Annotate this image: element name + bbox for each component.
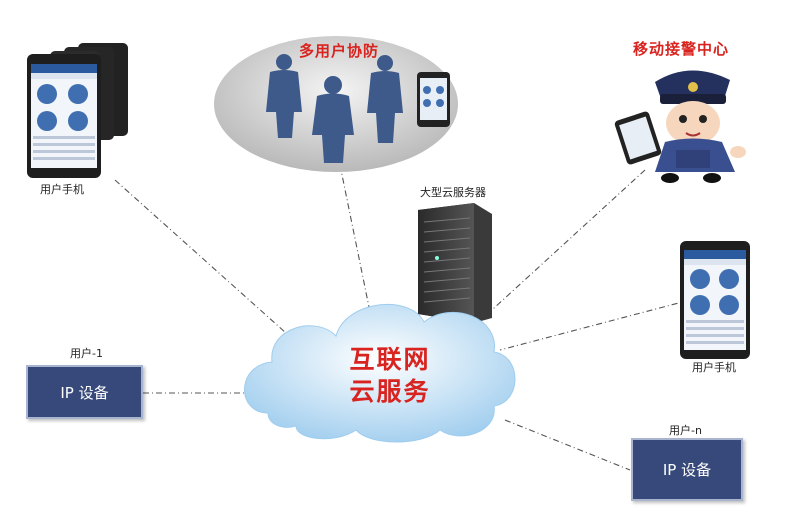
link-cooperative (339, 164, 371, 313)
cloud-line-1: 互联网 (349, 345, 431, 374)
link-ip-right (504, 419, 631, 471)
ip-device-right-user-label: 用户-n (669, 424, 702, 437)
user-phones-stack-icon (27, 43, 128, 178)
link-right-phone (499, 299, 691, 351)
cloud-line-2: 云服务 (349, 377, 431, 406)
ip-device-right-label: IP 设备 (662, 461, 712, 479)
cooperative-defense-title: 多用户协防 (299, 42, 380, 60)
ip-device-left-user-label: 用户-1 (70, 347, 103, 360)
internet-cloud-shape (244, 303, 516, 443)
phone-in-ellipse-icon (417, 72, 450, 127)
police-center-title: 移动接警中心 (633, 40, 730, 58)
user-phone-right-label: 用户手机 (692, 361, 736, 374)
ip-device-left-label: IP 设备 (60, 383, 109, 402)
people-silhouettes-icon (266, 54, 403, 163)
ip-device-left-box: IP 设备 (26, 365, 143, 419)
cloud-service-label: 互联网 云服务 (320, 344, 460, 408)
link-police (469, 169, 646, 331)
user-phone-right-icon (680, 241, 750, 359)
server-label: 大型云服务器 (420, 186, 486, 199)
ip-device-right-box: IP 设备 (631, 438, 743, 501)
cloud-server-rack-icon (418, 203, 492, 323)
link-left-phone (114, 179, 306, 351)
police-officer-icon (614, 70, 746, 183)
user-phone-left-label: 用户手机 (40, 183, 84, 196)
